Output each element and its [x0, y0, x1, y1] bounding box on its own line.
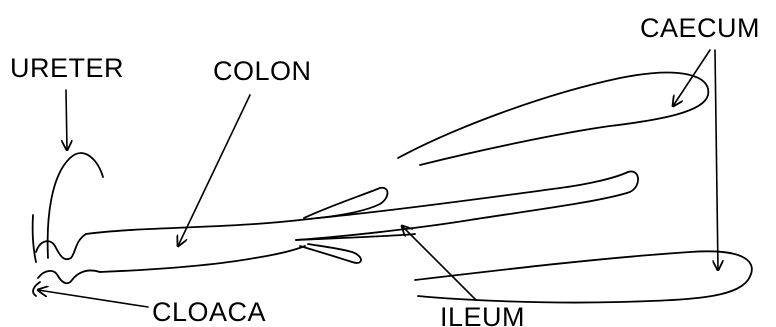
- ureter-edge-stroke: [33, 215, 36, 262]
- ileum-upper-outline: [296, 171, 638, 240]
- ureter-outline: [48, 153, 103, 258]
- arrow-caecum-lower: [715, 50, 718, 270]
- junction-fold: [304, 188, 388, 218]
- label-caecum: CAECUM: [640, 13, 760, 43]
- arrow-cloaca: [38, 290, 148, 307]
- arrow-ureter: [66, 90, 67, 150]
- caecum-upper-outer: [398, 73, 708, 165]
- label-colon: COLON: [213, 56, 312, 86]
- label-ureter: URETER: [10, 53, 124, 83]
- colon-lower-outline: [100, 246, 305, 272]
- caecum-lower-upper-edge: [415, 251, 752, 302]
- label-ileum: ILEUM: [440, 302, 525, 327]
- arrow-colon: [178, 95, 250, 246]
- label-cloaca: CLOACA: [152, 297, 266, 327]
- arrow-caecum-upper: [673, 50, 710, 106]
- arrow-ileum: [402, 226, 476, 300]
- cloaca-opening: [33, 282, 40, 296]
- cloaca-upper-outline: [36, 234, 86, 259]
- colon-upper-outline: [86, 218, 318, 234]
- cloaca-lower-outline: [38, 270, 100, 283]
- junction-appendage: [300, 244, 361, 263]
